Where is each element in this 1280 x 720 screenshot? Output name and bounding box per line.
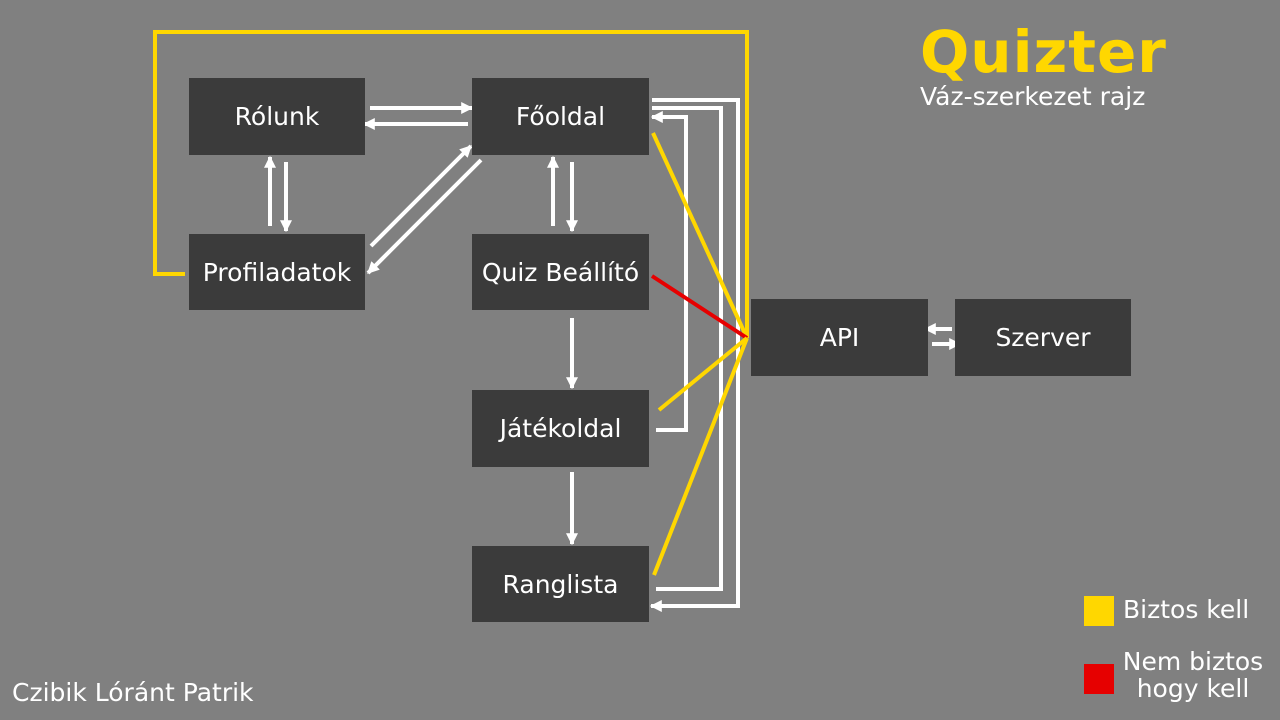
node-jatekoldal: Játékoldal (472, 390, 649, 467)
profil-api-link (153, 30, 749, 338)
node-ranglista: Ranglista (472, 546, 649, 622)
link-quiz-api (650, 274, 749, 340)
legend-optional-swatch (1084, 664, 1114, 694)
link-fooldal-api (651, 132, 749, 339)
node-profiladatok: Profiladatok (189, 234, 365, 310)
app-title: Quizter (920, 18, 1167, 86)
link-rang-api (652, 337, 749, 576)
link-jatek-api (657, 336, 749, 412)
route-rang-to-fooldal (652, 106, 723, 591)
node-rolunk: Rólunk (189, 78, 365, 155)
legend-required-label: Biztos kell (1123, 595, 1250, 624)
node-fooldal: Főoldal (472, 78, 649, 155)
node-szerver: Szerver (955, 299, 1131, 376)
node-api: API (751, 299, 928, 376)
node-quiz-beallito: Quiz Beállító (472, 234, 649, 310)
arrow-fooldal-to-profil (366, 158, 483, 275)
author-name: Czibik Lóránt Patrik (12, 678, 254, 707)
diagram-subtitle: Váz-szerkezet rajz (920, 82, 1146, 111)
legend-optional-label: Nem biztos hogy kell (1122, 647, 1264, 703)
route-fooldal-to-rang (649, 98, 740, 612)
legend-required-swatch (1084, 596, 1114, 626)
arrow-profil-to-fooldal (369, 144, 473, 248)
route-jatek-to-fooldal (650, 111, 688, 432)
